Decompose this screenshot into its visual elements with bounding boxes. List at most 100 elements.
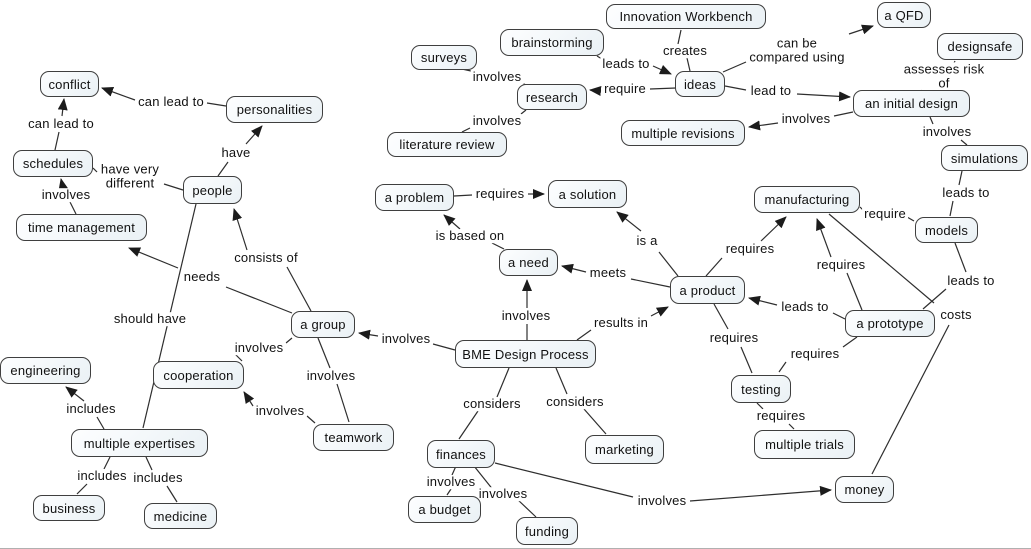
link-label-involves-funding: involves <box>476 486 530 502</box>
edge-teamwork-cooperation-seg2 <box>243 391 255 407</box>
edge-personalities-conflict-seg1 <box>206 102 227 107</box>
node-a-problem[interactable]: a problem <box>375 184 454 211</box>
node-ideas[interactable]: ideas <box>675 71 725 97</box>
node-conflict[interactable]: conflict <box>40 71 99 97</box>
edges-group <box>54 24 968 518</box>
edge-product-solution-seg1 <box>658 251 679 277</box>
edge-need-problem-seg2 <box>443 214 461 230</box>
node-engineering[interactable]: engineering <box>0 357 91 384</box>
node-bme-design-process[interactable]: BME Design Process <box>455 340 596 368</box>
edge-product-need-seg1 <box>630 278 671 288</box>
edge-prototype-product-seg2 <box>748 295 778 306</box>
edge-ideas-initialdesign-seg2 <box>796 91 851 102</box>
node-money[interactable]: money <box>835 476 894 503</box>
edge-group-teamwork-seg2 <box>336 383 350 423</box>
node-a-solution[interactable]: a solution <box>548 180 627 208</box>
link-label-creates: creates <box>660 43 710 59</box>
node-an-initial-design[interactable]: an initial design <box>853 90 970 117</box>
node-schedules[interactable]: schedules <box>13 150 93 177</box>
edge-prototype-manufacturing-seg1 <box>846 272 863 311</box>
node-surveys[interactable]: surveys <box>411 45 477 70</box>
link-label-involves-tw-cooperation: involves <box>253 403 307 419</box>
edge-group-people-seg1 <box>286 266 312 312</box>
node-finances[interactable]: finances <box>427 440 495 468</box>
link-label-meets: meets <box>587 265 629 281</box>
link-label-leads-to-prototype: leads to <box>945 273 997 289</box>
edge-expertises-business-seg2 <box>76 483 88 495</box>
node-multiple-revisions[interactable]: multiple revisions <box>621 120 745 146</box>
node-multiple-expertises[interactable]: multiple expertises <box>71 429 208 457</box>
link-label-can-lead-to-2: can lead to <box>26 116 96 132</box>
edge-initialdesign-simulations-seg2 <box>960 139 968 146</box>
node-innovation-workbench[interactable]: Innovation Workbench <box>606 4 766 29</box>
node-literature-review[interactable]: literature review <box>387 132 507 157</box>
edge-product-need-seg2 <box>561 263 587 274</box>
node-designsafe[interactable]: designsafe <box>937 33 1023 60</box>
link-label-requires-manuf-product: requires <box>723 241 777 257</box>
node-people[interactable]: people <box>183 176 242 204</box>
edge-ideas-research-seg1 <box>649 87 677 90</box>
edge-ideas-initialdesign-seg1 <box>724 85 747 91</box>
edge-timemgmt-schedules-seg1 <box>69 201 77 215</box>
edge-ideas-research-seg2 <box>589 86 602 96</box>
edge-group-timemgmt-seg2 <box>128 247 179 269</box>
node-teamwork[interactable]: teamwork <box>313 424 394 451</box>
edge-expertises-medicine-seg1 <box>145 456 153 471</box>
edge-initialdesign-revisions-seg2 <box>748 120 779 131</box>
edge-prototype-testing-seg2 <box>778 361 787 373</box>
link-label-require-models: require <box>862 206 908 222</box>
node-a-product[interactable]: a product <box>670 276 745 304</box>
edge-teamwork-cooperation-seg1 <box>306 415 316 424</box>
link-label-requires-testing-product: requires <box>707 330 761 346</box>
node-manufacturing[interactable]: manufacturing <box>754 186 860 213</box>
edge-group-timemgmt-seg1 <box>225 286 293 314</box>
edge-bme-group-seg2 <box>358 329 379 340</box>
edge-models-prototype-seg2 <box>922 288 947 310</box>
edge-people-personalities-seg2 <box>245 125 263 145</box>
edge-initialdesign-revisions-seg1 <box>833 111 854 117</box>
node-time-management[interactable]: time management <box>16 214 147 241</box>
link-label-requires-solution: requires <box>473 186 527 202</box>
node-funding[interactable]: funding <box>516 517 578 545</box>
link-label-involves-need: involves <box>499 308 553 324</box>
edge-research-litreview-seg2 <box>461 127 471 133</box>
edge-personalities-conflict-seg2 <box>101 87 136 101</box>
node-a-budget[interactable]: a budget <box>408 496 481 523</box>
node-multiple-trials[interactable]: multiple trials <box>754 430 855 459</box>
node-a-prototype[interactable]: a prototype <box>845 310 935 337</box>
edge-expertises-medicine-seg2 <box>166 485 178 503</box>
edge-people-schedules-seg2 <box>92 167 98 173</box>
node-personalities[interactable]: personalities <box>226 96 323 123</box>
node-cooperation[interactable]: cooperation <box>153 361 244 389</box>
node-business[interactable]: business <box>33 495 105 521</box>
link-label-involves-litreview: involves <box>470 113 524 129</box>
edge-schedules-conflict-seg1 <box>54 131 60 151</box>
node-medicine[interactable]: medicine <box>144 503 217 529</box>
node-a-need[interactable]: a need <box>499 249 558 276</box>
node-marketing[interactable]: marketing <box>585 435 664 464</box>
edge-expertises-engineering-seg2 <box>65 386 85 402</box>
node-testing[interactable]: testing <box>731 375 791 403</box>
edge-schedules-conflict-seg2 <box>57 98 68 117</box>
edge-finances-funding-seg1 <box>473 465 495 492</box>
edge-ideas-qfd-seg2 <box>848 24 874 35</box>
node-a-group[interactable]: a group <box>291 311 355 338</box>
edge-bme-marketing-seg2 <box>583 408 607 435</box>
edge-testing-trials-seg2 <box>788 423 795 430</box>
link-label-assesses-risk-of: assesses risk of <box>900 62 988 90</box>
node-simulations[interactable]: simulations <box>941 145 1028 171</box>
link-label-have: have <box>219 145 253 161</box>
link-label-results-in: results in <box>591 315 651 331</box>
edge-group-cooperation-seg1 <box>285 337 293 344</box>
edge-bme-product-seg1 <box>576 329 592 341</box>
edge-timemgmt-schedules-seg2 <box>58 178 69 191</box>
edge-group-teamwork-seg1 <box>317 337 331 369</box>
node-research[interactable]: research <box>517 84 587 110</box>
node-brainstorming[interactable]: brainstorming <box>500 29 604 56</box>
node-a-qfd[interactable]: a QFD <box>877 2 931 28</box>
edge-simulations-models-seg1 <box>958 170 963 186</box>
link-label-includes-engineering: includes <box>64 401 118 417</box>
node-models[interactable]: models <box>915 217 978 243</box>
edge-people-personalities-seg1 <box>217 161 229 177</box>
